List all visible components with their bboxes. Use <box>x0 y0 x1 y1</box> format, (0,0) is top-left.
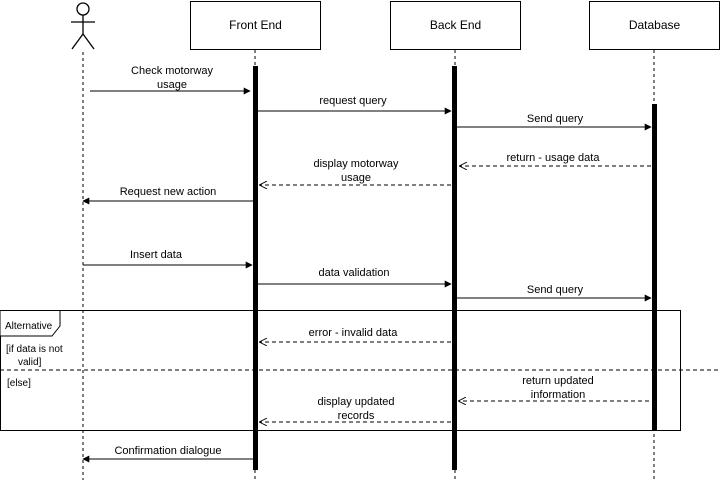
alt-guard-line-2: valid] <box>18 357 42 368</box>
message-label-12-line-2: records <box>338 410 375 422</box>
message-label-7: Insert data <box>130 249 183 261</box>
activation-bars <box>253 66 657 470</box>
alt-frame-tab <box>0 310 61 337</box>
alt-frame-label: Alternative <box>5 321 53 332</box>
activation-frontend <box>253 66 258 470</box>
message-label-11-line-1: return updated <box>522 375 594 387</box>
alt-else-label: [else] <box>7 378 31 389</box>
participant-label-database: Database <box>629 18 681 32</box>
message-label-8: data validation <box>319 267 390 279</box>
message-label-13: Confirmation dialogue <box>114 445 221 457</box>
message-label-1-line-1: Check motorway <box>131 65 213 77</box>
message-label-5-line-1: display motorway <box>314 158 399 170</box>
participant-label-frontend: Front End <box>229 18 282 32</box>
message-label-12-line-1: display updated <box>317 396 394 408</box>
message-label-5-line-2: usage <box>341 172 371 184</box>
participant-box-database <box>589 1 720 50</box>
participant-label-backend: Back End <box>430 18 481 32</box>
message-label-1-line-2: usage <box>157 79 187 91</box>
alt-fragment: Alternative [if data is not valid] [else… <box>0 310 720 431</box>
message-label-10: error - invalid data <box>309 327 399 339</box>
messages: Check motorway usage request query Send … <box>82 65 652 463</box>
message-label-2: request query <box>319 95 387 107</box>
actor-icon <box>71 2 95 50</box>
message-label-6: Request new action <box>120 186 217 198</box>
message-label-3: Send query <box>527 113 584 125</box>
alt-guard-line-1: [if data is not <box>6 344 63 355</box>
participant-database: Database <box>589 1 720 50</box>
activation-backend <box>452 66 457 470</box>
lifelines <box>82 50 655 480</box>
message-label-4: return - usage data <box>507 152 601 164</box>
participant-frontend: Front End <box>190 1 321 50</box>
message-label-9: Send query <box>527 284 584 296</box>
participant-box-frontend <box>190 1 321 50</box>
participant-user <box>71 2 95 50</box>
activation-database <box>652 104 657 430</box>
message-label-11-line-2: information <box>531 389 585 401</box>
participant-backend: Back End <box>390 1 521 50</box>
participant-box-backend <box>390 1 521 50</box>
